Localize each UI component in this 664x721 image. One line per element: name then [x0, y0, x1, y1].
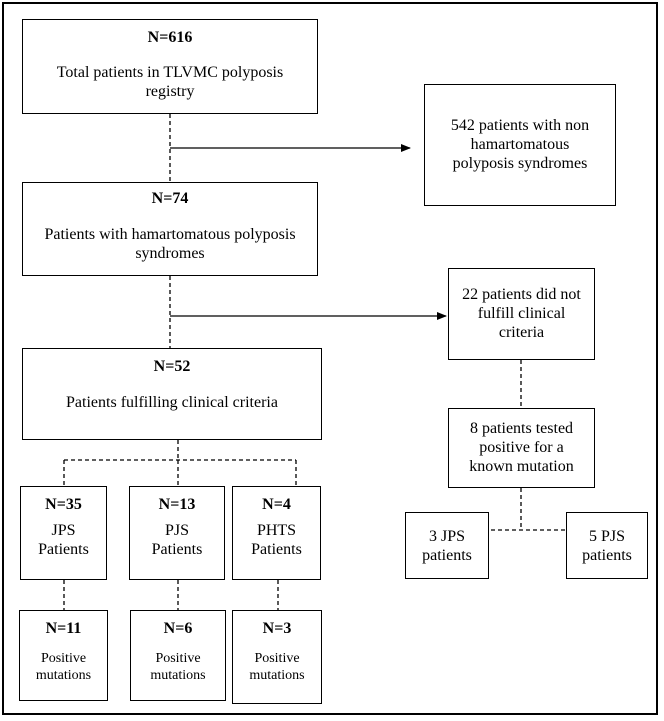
not-fulfill-line1: 22 patients did not	[462, 286, 581, 304]
hamartomatous-label-line1: Patients with hamartomatous polyposis	[44, 226, 296, 243]
box-jps-positive-mutations: N=11 Positive mutations	[19, 610, 108, 701]
jps3-line1: 3 JPS	[428, 527, 466, 545]
box-pjs-positive-mutations: N=6 Positive mutations	[130, 610, 226, 701]
fulfilling-label: Patients fulfilling clinical criteria	[66, 394, 278, 411]
box-phts-patients: N=4 PHTS Patients	[232, 486, 321, 580]
box-tested-positive: 8 patients tested positive for a known m…	[448, 408, 595, 488]
hamartomatous-label-line2: syndromes	[135, 245, 205, 263]
non-hamartomatous-line2: hamartomatous	[470, 136, 570, 154]
pjs5-line2: patients	[582, 546, 632, 564]
non-hamartomatous-line1: 542 patients with non	[450, 117, 590, 135]
jps-count: N=35	[45, 496, 82, 513]
total-label-line2: registry	[145, 83, 195, 101]
pjs5-line1: 5 PJS	[588, 527, 626, 545]
phts-label-line1: PHTS	[256, 522, 297, 539]
phts-positive-count: N=3	[262, 620, 292, 637]
pjs5-label: 5 PJS patients	[573, 526, 641, 564]
non-hamartomatous-label: 542 patients with non hamartomatous poly…	[431, 116, 609, 174]
jps-label-line1: JPS	[51, 522, 76, 539]
phts-positive-line1: Positive	[254, 651, 300, 666]
box-jps-patients: N=35 JPS Patients	[20, 486, 107, 580]
phts-positive-line2: mutations	[249, 667, 305, 683]
pjs-positive-label: Positive mutations	[135, 651, 221, 685]
fulfilling-count: N=52	[153, 358, 191, 375]
box-3-jps-patients: 3 JPS patients	[405, 512, 489, 579]
pjs-positive-count: N=6	[163, 620, 193, 637]
total-label-line1: Total patients in TLVMC polyposis	[56, 64, 284, 81]
phts-label-line2: Patients	[251, 541, 302, 559]
hamartomatous-count: N=74	[151, 190, 189, 207]
tested-positive-line3: known mutation	[469, 458, 574, 476]
jps-positive-label: Positive mutations	[24, 651, 103, 685]
not-fulfill-label: 22 patients did not fulfill clinical cri…	[455, 285, 588, 343]
hamartomatous-label: Patients with hamartomatous polyposis sy…	[27, 225, 313, 263]
jps-positive-line2: mutations	[35, 667, 92, 683]
box-5-pjs-patients: 5 PJS patients	[566, 512, 648, 579]
not-fulfill-line3: criteria	[498, 324, 545, 342]
box-hamartomatous: N=74 Patients with hamartomatous polypos…	[22, 182, 318, 276]
jps3-line2: patients	[422, 546, 472, 564]
pjs-label: PJS Patients	[134, 521, 220, 559]
phts-positive-label: Positive mutations	[237, 651, 317, 685]
tested-positive-label: 8 patients tested positive for a known m…	[455, 419, 588, 477]
jps-label-line2: Patients	[38, 541, 89, 559]
box-fulfilling: N=52 Patients fulfilling clinical criter…	[22, 348, 322, 440]
phts-count: N=4	[262, 496, 291, 513]
tested-positive-line1: 8 patients tested	[469, 420, 574, 438]
jps-positive-count: N=11	[45, 620, 82, 637]
pjs-positive-line1: Positive	[155, 651, 201, 666]
tested-positive-line2: positive for a	[479, 439, 564, 457]
not-fulfill-line2: fulfill clinical	[477, 305, 566, 323]
jps-positive-line1: Positive	[40, 651, 87, 666]
box-phts-positive-mutations: N=3 Positive mutations	[232, 610, 322, 704]
pjs-positive-line2: mutations	[150, 667, 206, 683]
phts-label: PHTS Patients	[237, 521, 316, 559]
total-count: N=616	[147, 29, 193, 46]
box-total-patients: N=616 Total patients in TLVMC polyposis …	[22, 19, 318, 114]
non-hamartomatous-line3: polyposis syndromes	[452, 155, 588, 173]
pjs-count: N=13	[158, 496, 196, 513]
pjs-label-line2: Patients	[151, 541, 203, 559]
diagram-frame	[2, 2, 658, 715]
box-pjs-patients: N=13 PJS Patients	[129, 486, 225, 580]
box-non-hamartomatous: 542 patients with non hamartomatous poly…	[424, 84, 616, 206]
pjs-label-line1: PJS	[164, 522, 190, 539]
box-not-fulfill: 22 patients did not fulfill clinical cri…	[448, 268, 595, 360]
jps-label: JPS Patients	[25, 521, 102, 559]
total-label: Total patients in TLVMC polyposis regist…	[27, 63, 313, 101]
jps3-label: 3 JPS patients	[412, 526, 482, 564]
